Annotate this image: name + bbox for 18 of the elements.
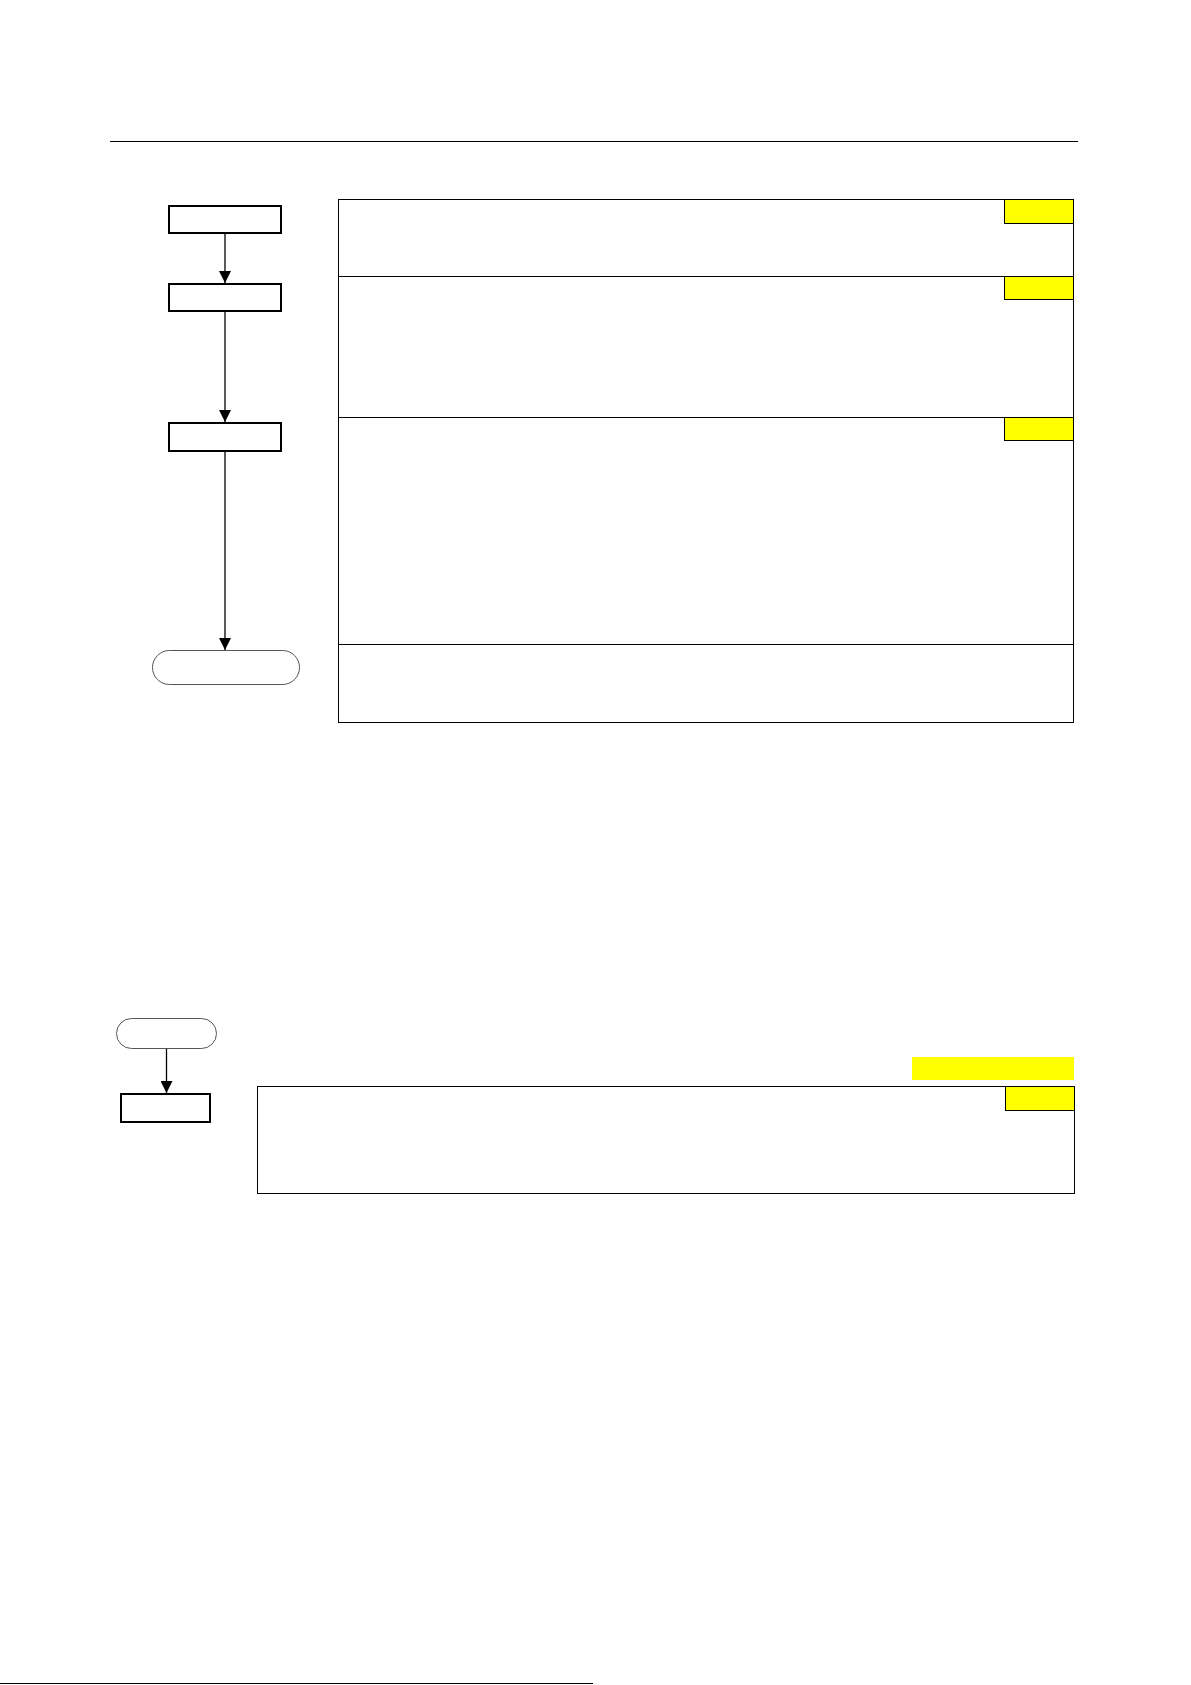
panel-box	[338, 644, 1074, 723]
panel-box	[257, 1086, 1075, 1194]
process-box	[168, 205, 282, 234]
highlight-tag	[1004, 275, 1074, 300]
panel-box	[338, 417, 1074, 645]
panel-box	[338, 276, 1074, 418]
process-box	[120, 1093, 211, 1123]
process-box	[168, 422, 282, 452]
arrow	[160, 1048, 173, 1094]
arrow	[219, 311, 231, 423]
highlight-tag	[1005, 1085, 1075, 1111]
highlight-tag	[1004, 198, 1074, 224]
highlight-tag	[1004, 416, 1074, 441]
arrow	[219, 451, 231, 651]
panel-box	[338, 199, 1074, 277]
highlight-band	[912, 1057, 1074, 1080]
process-box	[168, 283, 282, 312]
arrow	[219, 233, 231, 284]
